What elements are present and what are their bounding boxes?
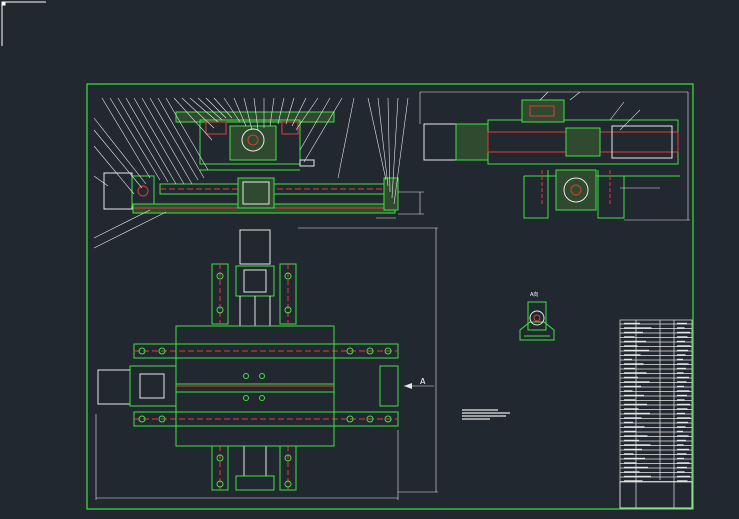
parts-list-entry-mark: [624, 421, 633, 424]
parts-list-entry-mark: [677, 408, 688, 410]
parts-list-entry-mark: [624, 349, 649, 352]
parts-list-entry-mark: [677, 480, 688, 482]
parts-list-entry-mark: [624, 363, 644, 365]
parts-list-entry-mark: [677, 439, 686, 442]
parts-list-entry-mark: [624, 394, 644, 397]
parts-list-entry-mark: [677, 435, 689, 437]
parts-list-entry-mark: [677, 345, 691, 347]
parts-list-entry-mark: [677, 448, 689, 451]
parts-list-entry-mark: [677, 394, 687, 397]
parts-list-entry-mark: [677, 403, 690, 406]
parts-list-entry-mark: [624, 430, 636, 433]
parts-list-entry-mark: [624, 327, 652, 329]
parts-list-entry-mark: [677, 349, 688, 352]
parts-list-entry-mark: [624, 453, 634, 455]
parts-list-entry-mark: [677, 336, 688, 338]
parts-list-entry-mark: [677, 354, 686, 356]
parts-list-entry-mark: [677, 340, 685, 343]
parts-list-entry-mark: [624, 367, 635, 370]
parts-list-entry-mark: [624, 466, 648, 469]
parts-list-entry-mark: [677, 322, 687, 325]
parts-list-entry-mark: [677, 430, 683, 433]
side-section-view: [419, 91, 690, 221]
parts-list-entry-mark: [677, 421, 688, 424]
drawing-border: [86, 83, 694, 510]
parts-list-entry-mark: [624, 381, 650, 383]
parts-list-entry-mark: [624, 439, 639, 442]
plan-view: [95, 227, 438, 500]
parts-list-entry-mark: [624, 399, 636, 401]
parts-list-entry-mark: [677, 444, 684, 446]
parts-list-entry-mark: [624, 403, 647, 406]
parts-list-entry-mark: [624, 408, 639, 410]
parts-list-entry-mark: [677, 381, 687, 383]
parts-list-entry-mark: [624, 480, 643, 482]
parts-list-entry-mark: [677, 426, 686, 428]
parts-list-entry-mark: [677, 462, 690, 464]
parts-list-entry-mark: [677, 471, 685, 473]
parts-list-entry-mark: [624, 462, 637, 464]
view-marker-label: A: [420, 377, 426, 386]
parts-list-entry-mark: [677, 367, 686, 370]
parts-list-entry-mark: [677, 457, 684, 460]
parts-list-entry-mark: [624, 340, 646, 343]
parts-list-entry-mark: [624, 444, 651, 446]
parts-list-entry-mark: [624, 426, 645, 428]
parts-list-entry-mark: [624, 322, 640, 325]
parts-list-entry-mark: [624, 345, 638, 347]
parts-list-entry-mark: [677, 412, 685, 415]
parts-list-entry-mark: [624, 336, 635, 338]
parts-list-entry-mark: [624, 354, 641, 356]
technical-notes: [462, 409, 510, 420]
parts-list-entry-mark: [677, 363, 689, 365]
parts-list-entries: [624, 322, 691, 482]
parts-list-entry-mark: [624, 358, 632, 361]
parts-list-entry-mark: [624, 417, 642, 419]
parts-list-entry-mark: [677, 327, 685, 329]
parts-list-entry-mark: [677, 453, 687, 455]
parts-list-entry-mark: [624, 390, 633, 392]
parts-list-entry-mark: [624, 435, 648, 437]
section-a-detail: [519, 301, 555, 341]
parts-list-entry-mark: [677, 399, 685, 401]
parts-list-entry-mark: [624, 471, 640, 473]
parts-list-entry-mark: [624, 331, 643, 334]
parts-list-entry-mark: [624, 457, 645, 460]
parts-list-entry-mark: [624, 448, 642, 451]
parts-list-entry-mark: [677, 466, 687, 469]
front-section-view: [93, 97, 424, 249]
parts-list-entry-mark: [624, 385, 641, 388]
parts-list-entry-mark: [624, 412, 650, 415]
parts-list-entry-mark: [677, 331, 690, 334]
ucs-icon: [1, 1, 46, 46]
parts-list-entry-mark: [677, 475, 690, 478]
parts-list-entry-mark: [624, 376, 638, 379]
parts-list-entry-mark: [624, 475, 651, 478]
parts-list-entry-mark: [677, 372, 684, 374]
parts-list-entry-mark: [677, 385, 684, 388]
parts-list-entry-mark: [624, 372, 647, 374]
parts-list-entry-mark: [677, 376, 689, 379]
parts-list-entry-mark: [677, 358, 683, 361]
section-view-label: A向: [530, 291, 538, 298]
parts-list-entry-mark: [677, 417, 691, 419]
parts-list-entry-mark: [677, 390, 690, 392]
